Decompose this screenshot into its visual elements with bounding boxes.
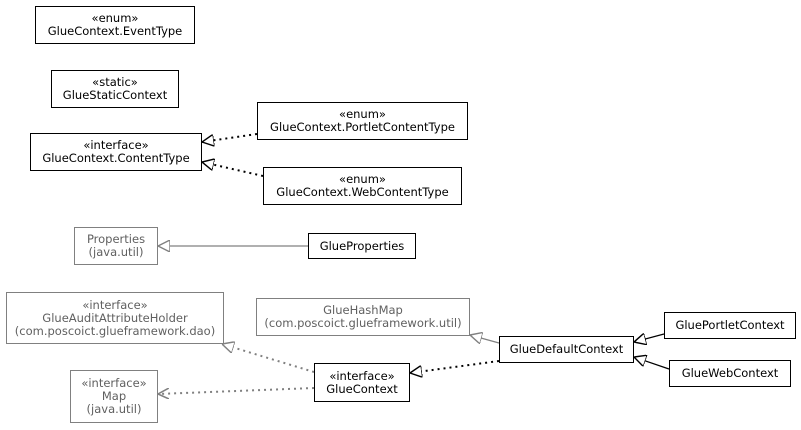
class-node-event-type[interactable]: «enum» GlueContext.EventType <box>35 6 195 44</box>
class-node-portlet-content-type[interactable]: «enum» GlueContext.PortletContentType <box>257 102 468 140</box>
node-name: GluePortletContext <box>675 318 785 332</box>
node-stereotype: «enum» <box>91 11 139 25</box>
node-stereotype: «enum» <box>339 107 386 121</box>
class-node-static-context[interactable]: «static» GlueStaticContext <box>51 70 179 108</box>
node-name: GlueContext.ContentType <box>42 151 190 165</box>
node-name: GlueAuditAttributeHolder <box>42 310 188 325</box>
node-name: GlueHashMap <box>323 303 403 317</box>
node-stereotype: «enum» <box>339 172 386 186</box>
class-node-web-content-type[interactable]: «enum» GlueContext.WebContentType <box>263 167 462 205</box>
class-node-default-context[interactable]: GlueDefaultContext <box>499 336 634 363</box>
node-stereotype: «static» <box>92 75 138 89</box>
node-package: (com.poscoict.glueframework.dao) <box>14 323 216 338</box>
node-stereotype: «interface» <box>81 376 147 390</box>
class-node-glue-context[interactable]: «interface» GlueContext <box>314 363 410 402</box>
class-node-audit-holder[interactable]: «interface» GlueAuditAttributeHolder (co… <box>6 292 224 344</box>
class-node-glue-properties[interactable]: GlueProperties <box>308 233 416 259</box>
node-name: GlueWebContext <box>681 366 779 380</box>
edge-web-context-to-default-context <box>634 357 670 370</box>
edge-web-content-type-to-content-type <box>202 162 264 177</box>
node-stereotype: «interface» <box>82 297 148 312</box>
edge-portlet-content-type-to-content-type <box>202 133 258 142</box>
node-name: GlueContext.PortletContentType <box>270 120 455 134</box>
class-node-portlet-context[interactable]: GluePortletContext <box>664 312 796 339</box>
node-stereotype: «interface» <box>329 368 395 383</box>
edge-default-context-to-glue-context <box>410 360 500 373</box>
class-node-content-type[interactable]: «interface» GlueContext.ContentType <box>30 133 202 171</box>
node-name: GlueStaticContext <box>62 88 168 102</box>
node-name: Map <box>101 389 127 403</box>
edge-default-context-to-glue-hashmap <box>470 335 500 343</box>
node-package: (com.poscoict.glueframework.util) <box>264 316 462 330</box>
node-name: GlueContext <box>326 381 398 396</box>
node-name: GlueDefaultContext <box>509 342 624 356</box>
node-name: Properties <box>86 232 146 246</box>
class-node-glue-hashmap[interactable]: GlueHashMap (com.poscoict.glueframework.… <box>256 298 470 336</box>
class-node-map[interactable]: «interface» Map (java.util) <box>70 370 158 423</box>
edge-glue-context-to-map <box>158 387 315 394</box>
class-node-properties[interactable]: Properties (java.util) <box>74 227 158 265</box>
node-name: GlueContext.EventType <box>47 24 183 38</box>
node-name: GlueProperties <box>319 238 405 253</box>
node-package: (java.util) <box>88 245 144 259</box>
node-name: GlueContext.WebContentType <box>276 185 449 199</box>
node-stereotype: «interface» <box>83 138 149 152</box>
class-node-web-context[interactable]: GlueWebContext <box>669 360 791 387</box>
edge-glue-context-to-audit-holder <box>222 344 315 373</box>
node-package: (java.util) <box>86 402 142 416</box>
edge-portlet-context-to-default-context <box>634 334 665 342</box>
